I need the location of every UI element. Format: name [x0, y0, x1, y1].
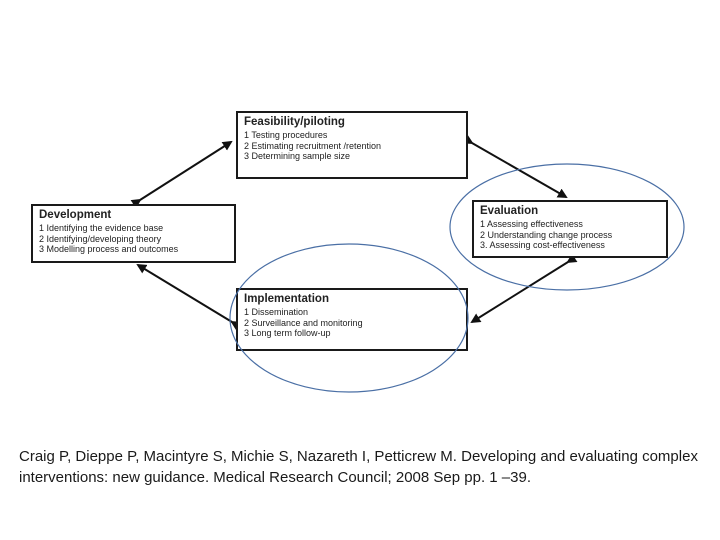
development-item-3: 3 Modelling process and outcomes	[39, 244, 179, 254]
evaluation-title: Evaluation	[480, 205, 539, 217]
evaluation-box: Evaluation 1 Assessing effectiveness 2 U…	[472, 200, 668, 258]
feasibility-box: Feasibility/piloting 1 Testing procedure…	[236, 111, 468, 179]
arrow-development-feasibility	[130, 140, 233, 209]
implementation-box: Implementation 1 Dissemination 2 Surveil…	[236, 288, 468, 351]
evaluation-item-2: 2 Understanding change process	[480, 229, 613, 240]
arrow-feasibility-evaluation	[462, 134, 568, 198]
implementation-item-1: 1 Dissemination	[244, 307, 309, 317]
arrow-evaluation-implementation	[470, 253, 578, 324]
feasibility-title: Feasibility/piloting	[244, 116, 345, 128]
development-title: Development	[39, 209, 112, 221]
feasibility-item-2: 2 Estimating recruitment /retention	[244, 140, 382, 151]
evaluation-item-1: 1 Assessing effectiveness	[480, 219, 583, 229]
arrow-implementation-development	[136, 263, 242, 331]
implementation-item-3: 3 Long term follow-up	[244, 328, 331, 338]
evaluation-item-3: 3. Assessing cost-effectiveness	[480, 240, 605, 250]
citation-caption: Craig P, Dieppe P, Macintyre S, Michie S…	[19, 448, 698, 486]
development-item-1: 1 Identifying the evidence base	[39, 223, 164, 233]
feasibility-item-1: 1 Testing procedures	[244, 130, 328, 140]
implementation-title: Implementation	[244, 293, 329, 305]
development-box: Development 1 Identifying the evidence b…	[31, 204, 236, 263]
feasibility-item-3: 3 Determining sample size	[244, 151, 351, 161]
development-item-2: 2 Identifying/developing theory	[39, 233, 162, 244]
implementation-item-2: 2 Surveillance and monitoring	[244, 317, 363, 328]
